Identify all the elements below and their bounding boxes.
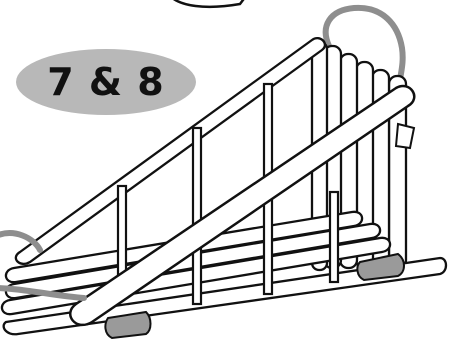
dowel (330, 192, 338, 282)
top-brace (396, 124, 414, 148)
cropped-outline (170, 0, 246, 7)
dowel (193, 128, 201, 304)
step-label: 7 & 8 (18, 50, 194, 114)
dowel (118, 186, 126, 282)
